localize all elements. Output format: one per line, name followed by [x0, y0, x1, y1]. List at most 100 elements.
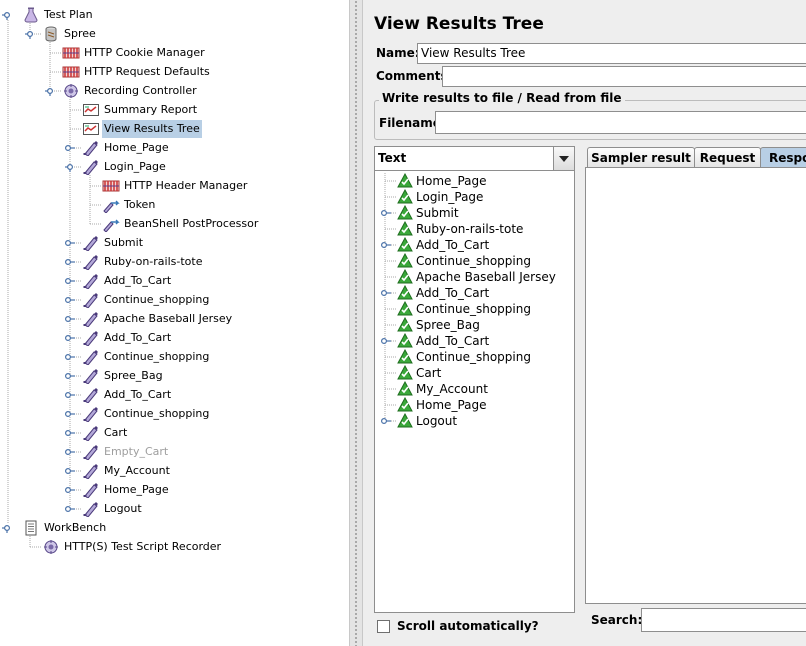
tree-node-label: Test Plan — [44, 8, 93, 21]
expand-handle-icon[interactable] — [380, 416, 391, 426]
search-input[interactable] — [641, 608, 806, 632]
post-processor-icon — [102, 216, 120, 233]
success-icon — [397, 236, 413, 253]
expand-handle-icon[interactable] — [380, 240, 391, 250]
tab-response[interactable]: Respo — [760, 147, 806, 168]
result-item-label: Continue_shopping — [416, 254, 531, 268]
expand-handle-icon[interactable] — [64, 314, 75, 324]
results-connector-lines — [384, 173, 396, 422]
splitter-grip — [354, 0, 358, 646]
result-item-label: My_Account — [416, 382, 488, 396]
sampler-icon — [82, 311, 100, 328]
name-field[interactable]: View Results Tree — [417, 43, 806, 64]
success-icon — [397, 316, 413, 333]
expand-handle-icon[interactable] — [64, 447, 75, 457]
success-icon — [397, 348, 413, 365]
filename-label: Filename — [379, 116, 441, 130]
name-label: Name: — [376, 46, 420, 60]
config-element-icon — [62, 64, 80, 80]
tree-node-label: Add_To_Cart — [104, 274, 172, 287]
expand-handle-icon[interactable] — [64, 504, 75, 514]
sampler-icon — [82, 368, 100, 385]
workbench-icon — [22, 520, 40, 536]
sampler-icon — [82, 387, 100, 404]
expand-handle-icon[interactable] — [64, 257, 75, 267]
result-item-label: Home_Page — [416, 174, 487, 188]
tree-node-label: Home_Page — [104, 141, 169, 154]
success-icon — [397, 300, 413, 317]
expand-handle-icon[interactable] — [380, 288, 391, 298]
listener-icon — [82, 102, 100, 118]
filename-field[interactable] — [435, 111, 806, 134]
success-icon — [397, 332, 413, 349]
tree-node-label: Ruby-on-rails-tote — [104, 255, 203, 268]
split-pane-divider[interactable] — [349, 0, 363, 646]
success-icon — [397, 268, 413, 285]
sampler-icon — [82, 159, 100, 176]
post-processor-icon — [102, 197, 120, 214]
result-item-label: Cart — [416, 366, 442, 380]
expand-handle-icon[interactable] — [64, 466, 75, 476]
tree-node-label: Continue_shopping — [104, 407, 210, 420]
tree-node-label: HTTP Header Manager — [124, 179, 248, 192]
result-item-label: Spree_Bag — [416, 318, 480, 332]
expand-handle-icon[interactable] — [64, 276, 75, 286]
tree-node-label: Submit — [104, 236, 144, 249]
expand-handle-icon[interactable] — [64, 238, 75, 248]
tab-sampler-result[interactable]: Sampler result — [587, 147, 695, 168]
expand-handle-icon[interactable] — [64, 485, 75, 495]
collapse-handle-icon[interactable] — [25, 29, 35, 39]
result-item-label: Logout — [416, 414, 458, 428]
expand-handle-icon[interactable] — [64, 352, 75, 362]
tree-node-label: Apache Baseball Jersey — [104, 312, 233, 325]
renderer-select[interactable]: Text — [374, 146, 575, 171]
sampler-icon — [82, 330, 100, 347]
success-icon — [397, 412, 413, 429]
sampler-icon — [82, 254, 100, 271]
view-results-tree-panel: View Results Tree Name: View Results Tre… — [363, 0, 806, 646]
result-item-label: Login_Page — [416, 190, 484, 204]
success-icon — [397, 284, 413, 301]
collapse-handle-icon[interactable] — [2, 523, 12, 533]
expand-handle-icon[interactable] — [64, 295, 75, 305]
tree-node-label: Add_To_Cart — [104, 388, 172, 401]
comments-field[interactable] — [442, 66, 806, 87]
collapse-handle-icon[interactable] — [2, 10, 12, 20]
renderer-selected-value: Text — [378, 151, 407, 165]
expand-handle-icon[interactable] — [64, 428, 75, 438]
sampler-icon — [82, 349, 100, 366]
tree-node-label: Cart — [104, 426, 128, 439]
expand-handle-icon[interactable] — [64, 390, 75, 400]
collapse-handle-icon[interactable] — [45, 86, 55, 96]
sampler-icon — [82, 501, 100, 518]
controller-icon — [62, 83, 80, 99]
tree-node-label: Spree_Bag — [104, 369, 163, 382]
scroll-automatically-checkbox[interactable] — [377, 620, 390, 633]
sampler-icon — [82, 444, 100, 461]
response-detail-area[interactable] — [585, 167, 806, 604]
sampler-icon — [82, 273, 100, 290]
collapse-handle-icon[interactable] — [65, 162, 75, 172]
expand-handle-icon[interactable] — [380, 208, 391, 218]
expand-handle-icon[interactable] — [64, 409, 75, 419]
expand-handle-icon[interactable] — [64, 333, 75, 343]
expand-handle-icon[interactable] — [64, 371, 75, 381]
sampler-icon — [82, 463, 100, 480]
result-item-label: Add_To_Cart — [416, 238, 490, 252]
chevron-down-icon[interactable] — [553, 147, 574, 170]
success-icon — [397, 204, 413, 221]
expand-handle-icon[interactable] — [64, 143, 75, 153]
config-element-icon — [102, 178, 120, 194]
tree-node-label: WorkBench — [44, 521, 107, 534]
success-icon — [397, 220, 413, 237]
tab-request[interactable]: Request — [694, 147, 761, 168]
tree-node-label: Home_Page — [104, 483, 169, 496]
expand-handle-icon[interactable] — [380, 336, 391, 346]
tree-node-label: Recording Controller — [84, 84, 197, 97]
tree-node-label: Continue_shopping — [104, 293, 210, 306]
tree-node-label: Token — [124, 198, 156, 211]
result-item-label: Ruby-on-rails-tote — [416, 222, 524, 236]
tree-node-label: BeanShell PostProcessor — [124, 217, 259, 230]
